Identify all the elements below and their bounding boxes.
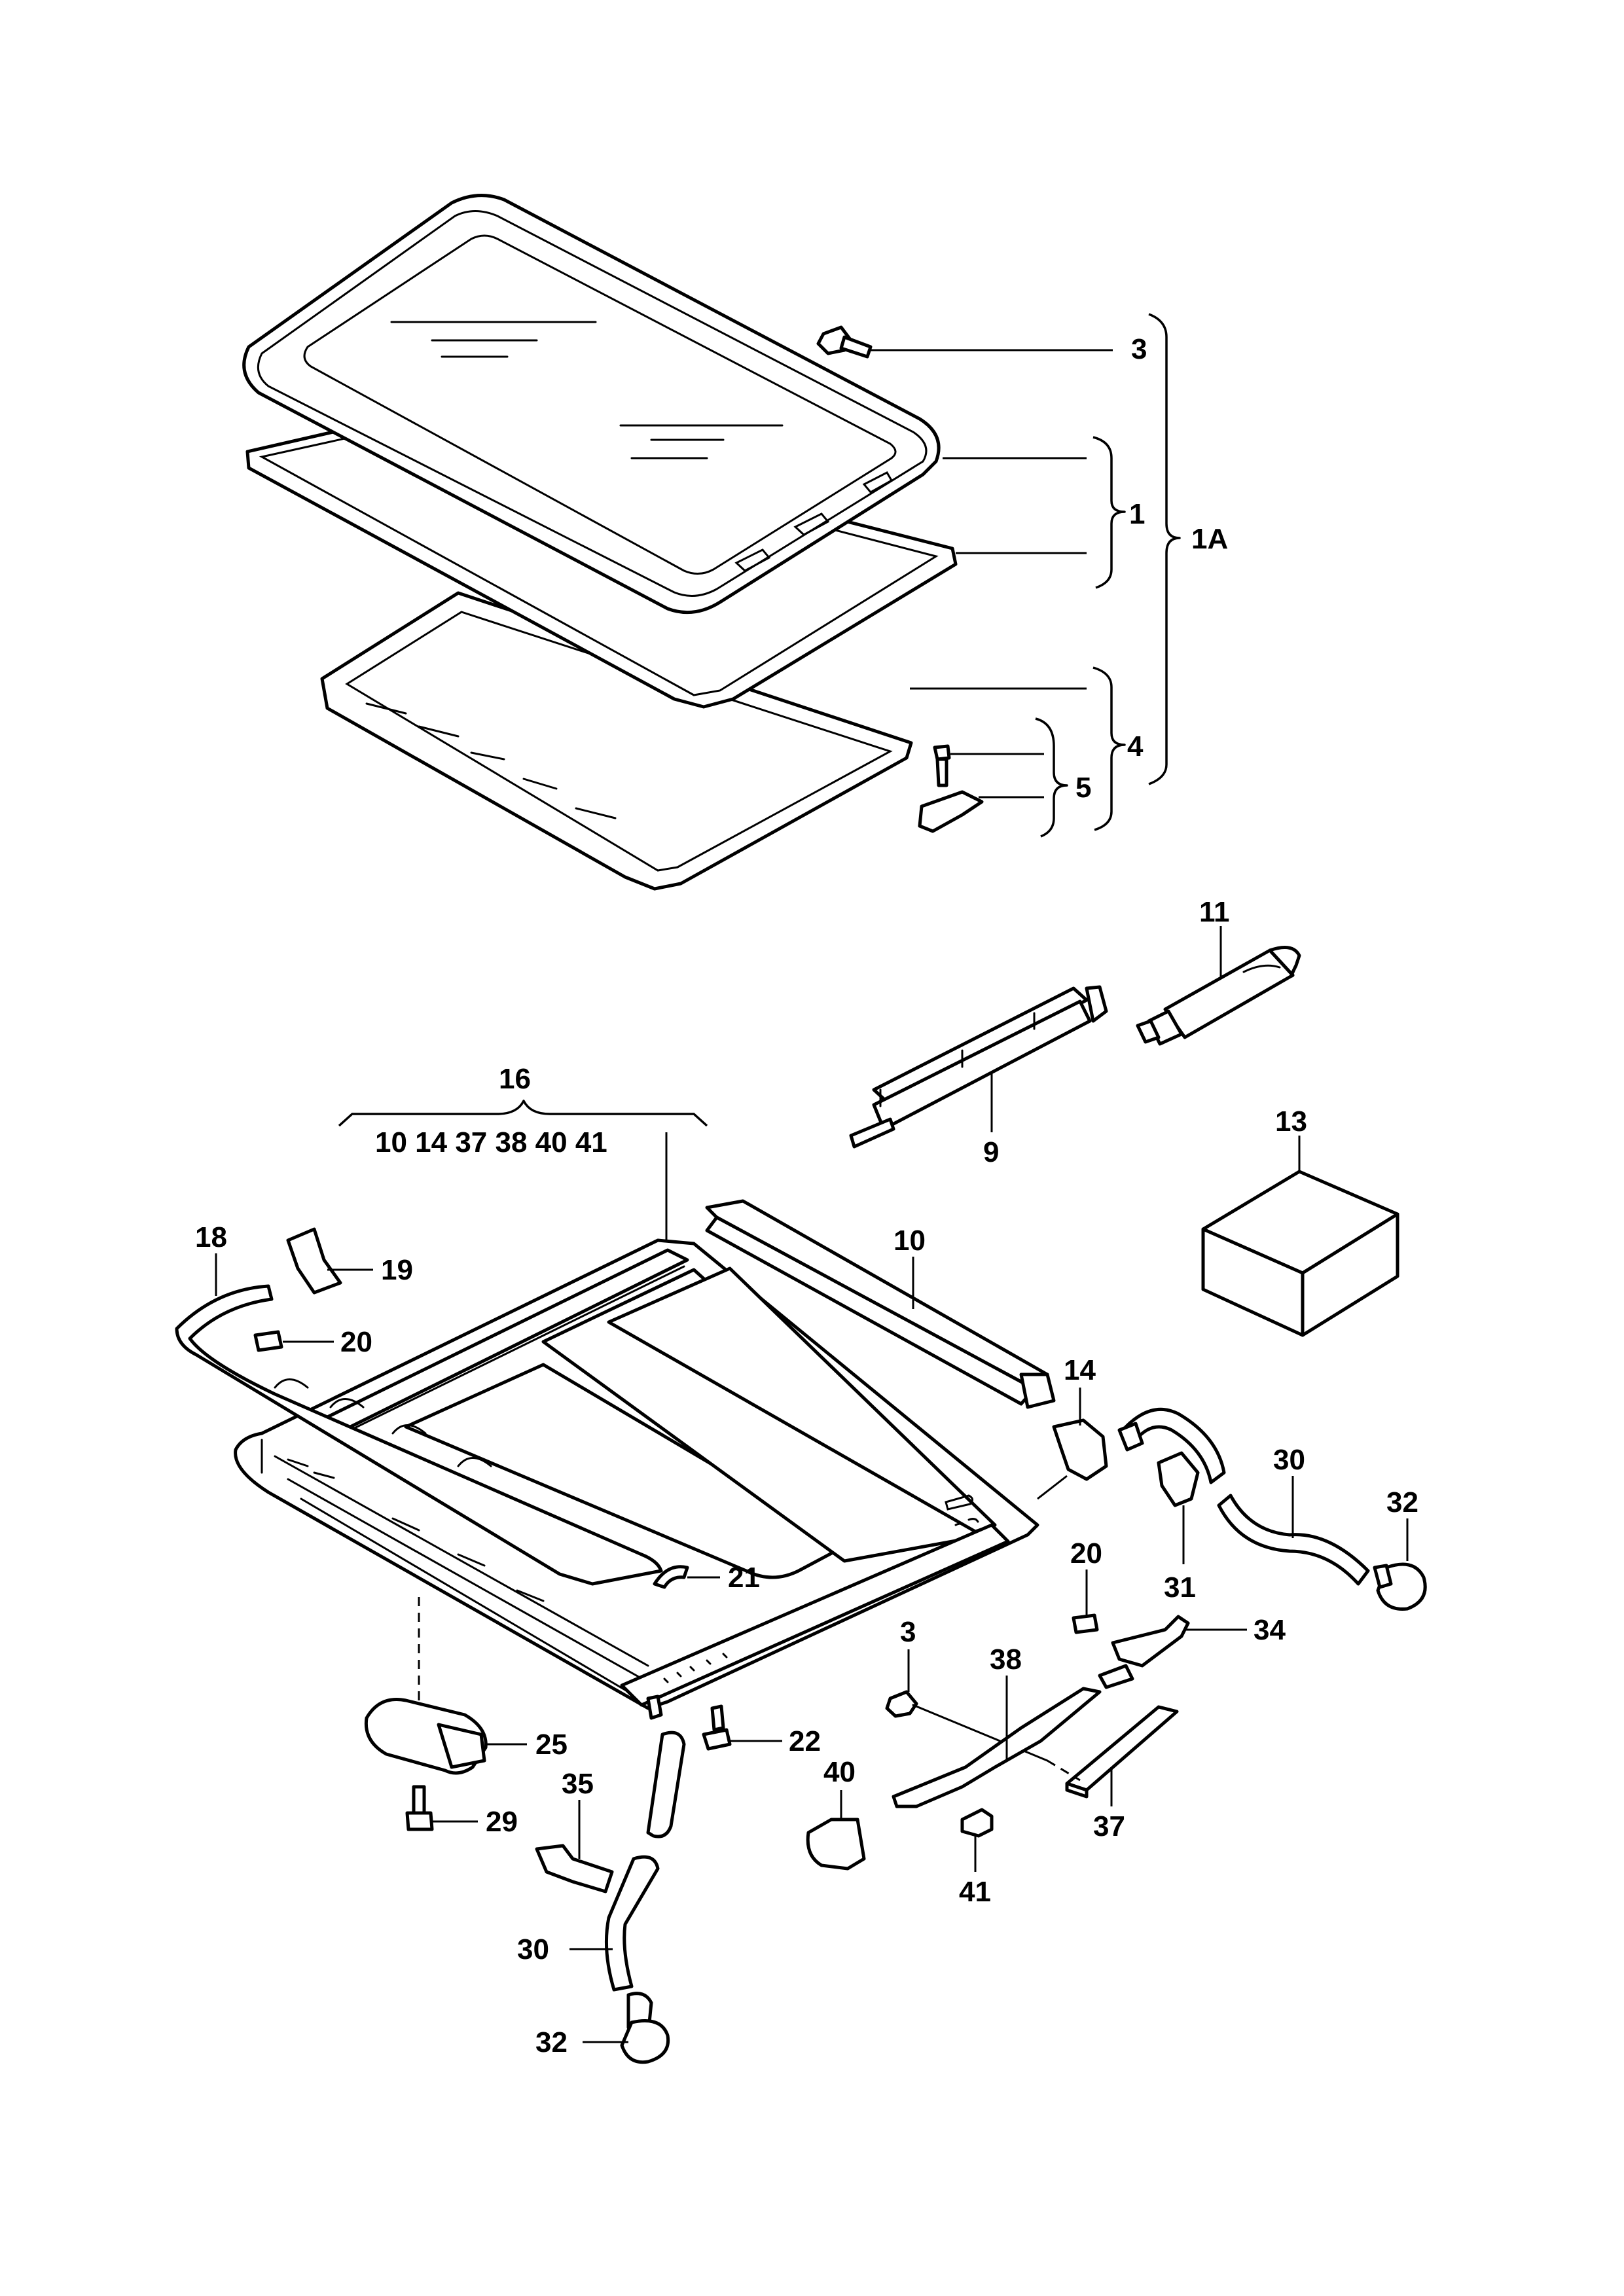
label-10: 10 bbox=[893, 1225, 926, 1257]
label-11: 11 bbox=[1199, 896, 1230, 928]
part-34-bracket bbox=[1098, 1615, 1247, 1689]
label-35: 35 bbox=[562, 1768, 594, 1800]
label-22: 22 bbox=[789, 1725, 821, 1757]
label-13: 13 bbox=[1275, 1105, 1307, 1138]
part-13-box bbox=[1201, 1136, 1399, 1337]
part-37-guide bbox=[1047, 1705, 1179, 1806]
label-19: 19 bbox=[381, 1254, 413, 1286]
label-20-right: 20 bbox=[1070, 1537, 1102, 1570]
label-3-low: 3 bbox=[900, 1616, 916, 1648]
label-3-top: 3 bbox=[1131, 333, 1147, 365]
main-frame-assembly bbox=[234, 1238, 1039, 1767]
label-38: 38 bbox=[990, 1643, 1022, 1676]
part-5-screw-and-clip bbox=[918, 744, 1044, 833]
label-34: 34 bbox=[1254, 1614, 1286, 1646]
part-31-clamp bbox=[1157, 1451, 1200, 1564]
label-9: 9 bbox=[983, 1136, 999, 1168]
part-14-bracket bbox=[1037, 1388, 1108, 1500]
label-16-list: 10 14 37 38 40 41 bbox=[375, 1126, 607, 1158]
label-31: 31 bbox=[1164, 1571, 1196, 1604]
label-14: 14 bbox=[1064, 1354, 1096, 1386]
part-11-sealant-tube bbox=[1136, 926, 1301, 1046]
part-35-bracket bbox=[535, 1800, 614, 1893]
part-3-screw-top bbox=[816, 325, 1113, 359]
label-41: 41 bbox=[959, 1876, 991, 1908]
part-25-motor bbox=[364, 1698, 527, 1775]
label-25: 25 bbox=[535, 1729, 568, 1761]
part-32-drain-valve-lower bbox=[583, 1992, 670, 2064]
part-30-hose-lower bbox=[569, 1731, 686, 1992]
label-29: 29 bbox=[486, 1806, 518, 1838]
part-18-seal-strip bbox=[175, 1253, 663, 1586]
label-18: 18 bbox=[195, 1221, 227, 1253]
part-41-clip bbox=[960, 1808, 994, 1872]
brace-5 bbox=[1035, 717, 1068, 838]
label-37: 37 bbox=[1093, 1810, 1125, 1842]
label-32-right: 32 bbox=[1386, 1486, 1418, 1518]
label-20-left: 20 bbox=[340, 1326, 372, 1358]
part-21-clip bbox=[653, 1565, 720, 1589]
label-21: 21 bbox=[728, 1562, 760, 1594]
label-30-low: 30 bbox=[517, 1933, 549, 1965]
brace-4 bbox=[1092, 666, 1126, 831]
label-16: 16 bbox=[499, 1063, 531, 1095]
brace-16 bbox=[338, 1100, 708, 1127]
label-32-low: 32 bbox=[535, 2026, 568, 2058]
label-1: 1 bbox=[1129, 498, 1145, 530]
part-20-pad-right bbox=[1072, 1570, 1099, 1634]
label-1A: 1A bbox=[1191, 523, 1228, 555]
part-22-bolt bbox=[702, 1704, 782, 1751]
part-29-bolt bbox=[405, 1785, 478, 1831]
part-19-clip bbox=[286, 1227, 373, 1295]
brace-1 bbox=[1092, 436, 1126, 589]
label-5: 5 bbox=[1075, 772, 1091, 804]
part-1-glass bbox=[242, 194, 941, 615]
label-4: 4 bbox=[1127, 730, 1144, 762]
part-20-pad-left bbox=[253, 1330, 334, 1352]
label-30-right: 30 bbox=[1273, 1444, 1305, 1476]
part-30-hose-right bbox=[1117, 1407, 1370, 1586]
part-40-clip bbox=[806, 1790, 866, 1871]
part-9-guide-rail bbox=[849, 985, 1108, 1149]
label-40: 40 bbox=[823, 1756, 856, 1788]
part-10-rail bbox=[705, 1199, 1056, 1409]
part-38-slider bbox=[892, 1676, 1102, 1808]
part-32-drain-valve-right bbox=[1373, 1518, 1427, 1611]
brace-1A bbox=[1148, 313, 1181, 785]
